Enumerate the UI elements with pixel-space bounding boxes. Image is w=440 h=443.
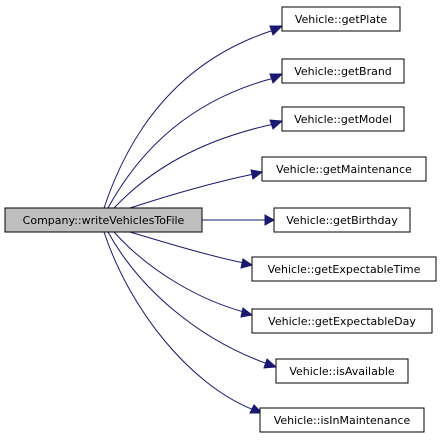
node-get-model[interactable]: Vehicle::getModel xyxy=(281,106,405,132)
root-node-label: Company::writeVehiclesToFile xyxy=(23,214,185,227)
edge-is-in-maintenance-arrow xyxy=(249,404,264,414)
node-is-in-maintenance-label: Vehicle::isInMaintenance xyxy=(274,414,411,427)
node-is-available-box xyxy=(275,358,409,384)
edge-get-expectable-time-arrow xyxy=(240,258,254,269)
root-node[interactable]: Company::writeVehiclesToFile xyxy=(4,207,203,233)
node-is-in-maintenance-box xyxy=(259,407,425,433)
edge-get-birthday-arrow xyxy=(264,214,276,226)
node-get-brand-box xyxy=(281,58,405,84)
node-get-maintenance-box xyxy=(261,156,427,182)
edge-get-model-arrow xyxy=(269,119,284,130)
node-is-in-maintenance[interactable]: Vehicle::isInMaintenance xyxy=(259,407,425,433)
node-get-plate-box xyxy=(281,6,401,32)
node-get-birthday[interactable]: Vehicle::getBirthday xyxy=(273,207,411,233)
node-get-expectable-time-label: Vehicle::getExpectableTime xyxy=(268,263,421,276)
edge-get-model xyxy=(113,123,275,209)
edge-get-expectable-time xyxy=(129,231,245,264)
node-get-brand[interactable]: Vehicle::getBrand xyxy=(281,58,405,84)
edge-get-maintenance xyxy=(129,173,255,209)
node-get-expectable-day[interactable]: Vehicle::getExpectableDay xyxy=(251,308,433,334)
edge-get-plate xyxy=(103,29,275,209)
edge-get-maintenance-arrow xyxy=(250,169,264,180)
node-get-plate[interactable]: Vehicle::getPlate xyxy=(281,6,401,32)
node-get-expectable-day-box xyxy=(251,308,433,334)
edges xyxy=(103,25,284,414)
node-is-available-label: Vehicle::isAvailable xyxy=(289,365,395,378)
edge-is-available-arrow xyxy=(263,358,278,369)
node-is-available[interactable]: Vehicle::isAvailable xyxy=(275,358,409,384)
node-get-expectable-day-label: Vehicle::getExpectableDay xyxy=(268,315,416,328)
edge-get-expectable-day xyxy=(113,231,245,313)
edge-get-expectable-day-arrow xyxy=(240,307,254,318)
node-get-model-box xyxy=(281,106,405,132)
node-get-maintenance-label: Vehicle::getMaintenance xyxy=(276,163,412,176)
node-get-maintenance[interactable]: Vehicle::getMaintenance xyxy=(261,156,427,182)
root-node-box xyxy=(4,207,203,233)
edge-get-brand-arrow xyxy=(269,73,284,84)
node-get-model-label: Vehicle::getModel xyxy=(294,113,392,126)
node-get-birthday-label: Vehicle::getBirthday xyxy=(286,214,398,227)
node-get-brand-label: Vehicle::getBrand xyxy=(294,65,392,78)
edge-is-in-maintenance xyxy=(103,231,255,411)
edge-get-plate-arrow xyxy=(269,25,284,36)
edge-get-brand xyxy=(107,77,275,209)
node-get-expectable-time[interactable]: Vehicle::getExpectableTime xyxy=(251,256,437,282)
node-get-birthday-box xyxy=(273,207,411,233)
edge-is-available xyxy=(107,231,269,365)
node-get-plate-label: Vehicle::getPlate xyxy=(295,13,388,26)
node-get-expectable-time-box xyxy=(251,256,437,282)
